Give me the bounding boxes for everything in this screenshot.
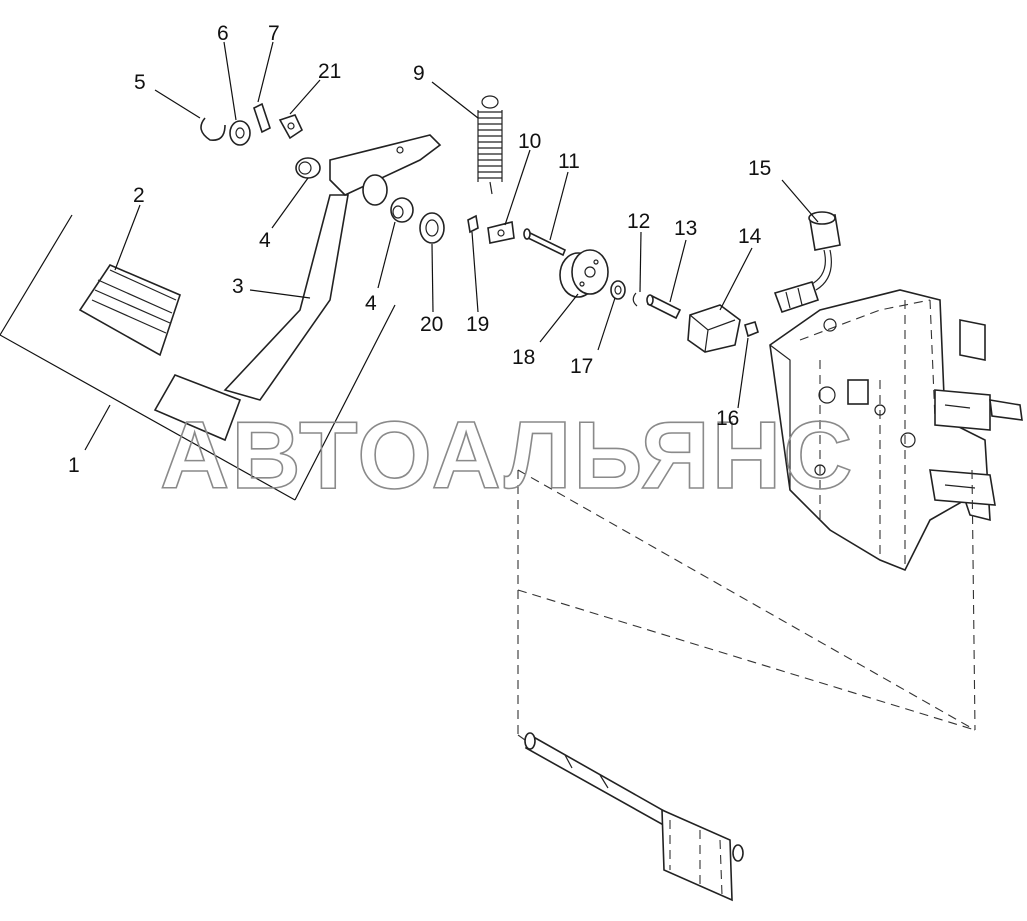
callout-14: 14 [738,225,762,248]
callout-15: 15 [748,157,771,180]
return-spring [477,95,503,195]
nut-16 [744,321,759,338]
callout-12: 12 [627,210,650,233]
callout-5: 5 [134,71,146,94]
lower-linkage-dashed [517,469,976,902]
mounting-bracket [769,289,1023,572]
pedal-frame-outline [0,214,396,501]
clip-19 [467,214,479,234]
callout-6: 6 [217,22,229,45]
callout-4b: 4 [365,292,377,315]
pedal-arm [153,134,442,442]
callout-1: 1 [68,454,80,477]
plate-10 [487,221,515,244]
switch-14 [687,304,741,353]
fitting-21 [278,114,304,140]
washer-6 [229,120,251,146]
callout-11: 11 [558,150,580,173]
bushing-left [295,157,321,179]
clip-12 [632,292,638,307]
callout-3: 3 [232,275,244,298]
callout-10: 10 [518,130,541,153]
plunger-13 [646,294,682,320]
callout-17: 17 [570,355,593,378]
callout-labels: 1 2 3 4 4 5 6 7 9 10 11 12 13 14 15 16 1… [68,22,771,477]
callout-19: 19 [466,313,489,336]
bushing-right [390,197,414,223]
bolt-11 [523,228,567,257]
washer-17 [610,280,626,300]
callout-13: 13 [674,217,697,240]
callout-7: 7 [268,22,280,45]
cam-hub-18 [559,249,609,298]
callout-2: 2 [133,184,145,207]
callout-4a: 4 [259,229,271,252]
callout-9: 9 [413,62,425,85]
retaining-clip [200,117,226,142]
pedal-pad [78,264,181,357]
callout-20: 20 [420,313,443,336]
washer-20 [419,212,445,244]
pin-7 [253,102,271,134]
leader-lines [84,41,819,451]
callout-16: 16 [716,407,739,430]
callout-18: 18 [512,346,535,369]
callout-21: 21 [318,60,341,83]
connector-15 [773,211,841,314]
watermark-text: АВТОАЛЬЯНС [160,402,854,509]
